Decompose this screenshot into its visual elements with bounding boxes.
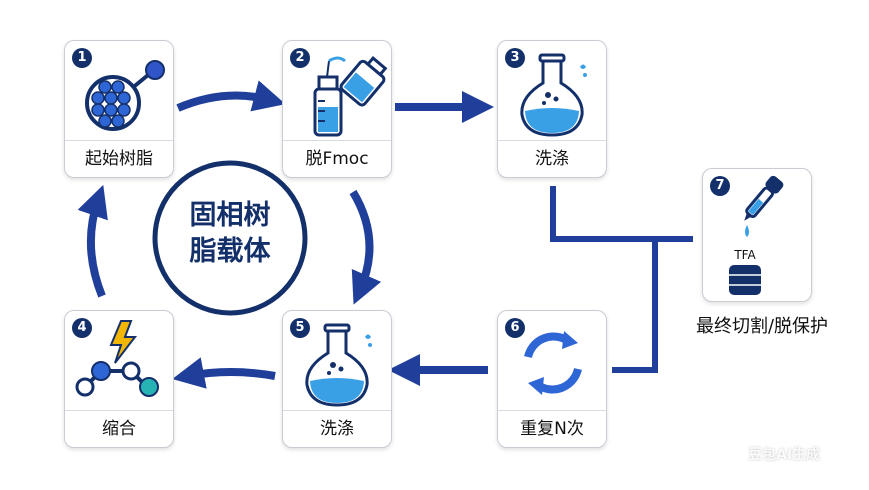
card-divider (498, 140, 606, 141)
molecule-lightning-icon (75, 320, 159, 397)
step-label: 起始树脂 (85, 149, 153, 169)
step-label: 洗涤 (535, 149, 569, 169)
center-title: 固相树 脂载体 (162, 198, 298, 270)
step-number-badge: 5 (290, 318, 310, 338)
arrow-4-to-1 (77, 184, 108, 298)
card-divider (498, 410, 606, 411)
step-number-badge: 7 (710, 176, 730, 196)
step-label: 缩合 (102, 419, 136, 439)
step-card-coupling: 4 缩合 (64, 310, 174, 448)
card-divider (283, 410, 391, 411)
center-title-line1: 固相树 (189, 200, 271, 231)
cycle-arrows-icon (524, 331, 582, 395)
dropper-tfa-icon: TFA (729, 175, 784, 295)
flask-icon (305, 323, 372, 407)
step-label: 脱Fmoc (305, 149, 369, 169)
step-card-wash-1: 3 洗涤 (497, 40, 607, 178)
step-card-final-cleavage: 7 TFA (702, 168, 812, 302)
card-divider (65, 140, 173, 141)
center-title-line2: 脂载体 (189, 236, 271, 267)
resin-bead-icon (85, 60, 165, 131)
flask-icon (520, 53, 587, 137)
card-divider (283, 140, 391, 141)
step-label: 重复N次 (520, 419, 584, 439)
step-number-badge: 6 (505, 318, 525, 338)
step-number-badge: 3 (505, 48, 525, 68)
step-label-final-cleavage: 最终切割/脱保护 (695, 316, 829, 337)
step-label: 洗涤 (320, 419, 354, 439)
bracket-connector (550, 186, 693, 373)
arrow-2-to-5 (349, 189, 382, 305)
step-card-repeat: 6 重复N次 (497, 310, 607, 448)
ai-watermark: 豆包AI生成 (748, 447, 821, 463)
step-number-badge: 4 (72, 318, 92, 338)
arrow-1-to-2 (176, 80, 286, 112)
step-number-badge: 2 (290, 48, 310, 68)
step-card-fmoc-deprotection: 2 脱Fmoc (282, 40, 392, 178)
center-circle (152, 160, 308, 316)
card-divider (65, 410, 173, 411)
step-number-badge: 1 (72, 48, 92, 68)
step-card-start-resin: 1 起始树脂 (64, 40, 174, 178)
step-card-wash-2: 5 洗涤 (282, 310, 392, 448)
tfa-label: TFA (733, 248, 756, 262)
arrow-5-to-4 (172, 357, 276, 389)
reagent-bottle-pour-icon (313, 56, 388, 137)
